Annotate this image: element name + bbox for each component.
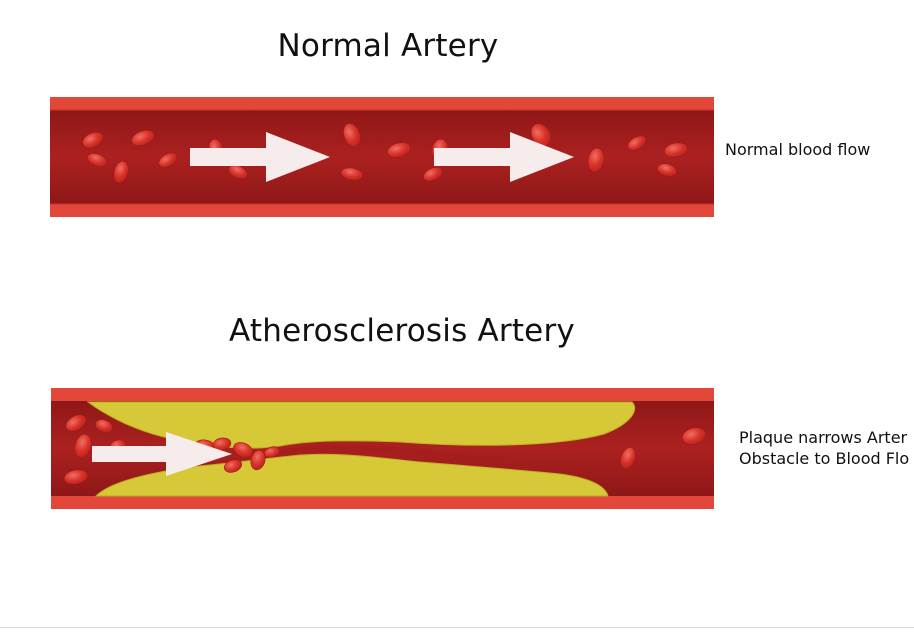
plaque-caption-line-2: Obstacle to Blood Flo — [739, 449, 910, 468]
blood-cell — [94, 419, 114, 433]
atherosclerosis-artery — [51, 388, 714, 509]
normal-artery-title: Normal Artery — [277, 28, 499, 64]
flow-arrow-icon — [190, 132, 330, 182]
blood-cell — [223, 459, 243, 473]
blood-cell — [627, 135, 647, 151]
blood-cell — [74, 433, 92, 459]
plaque-caption: Plaque narrows Arter Obstacle to Blood F… — [739, 427, 909, 469]
blood-cell — [82, 131, 104, 149]
flow-arrow-icon — [434, 132, 574, 182]
blood-cell — [340, 167, 364, 181]
atherosclerosis-artery-title: Atherosclerosis Artery — [229, 313, 575, 349]
blood-cell — [343, 123, 361, 147]
blood-cell — [681, 427, 707, 445]
bottom-divider — [0, 627, 914, 628]
blood-cell — [620, 447, 636, 469]
normal-artery-lumen — [50, 110, 714, 204]
normal-flow-caption: Normal blood flow — [725, 140, 871, 159]
blood-cell — [530, 123, 552, 147]
blood-cell — [131, 129, 155, 147]
blood-cell — [233, 442, 253, 458]
blood-cell — [212, 437, 232, 451]
normal-artery — [50, 97, 714, 217]
blood-cell — [587, 147, 605, 173]
blood-cell — [423, 166, 443, 182]
blood-cell — [656, 163, 678, 177]
narrowed-channel — [270, 445, 520, 461]
athero-blood-cells — [63, 414, 707, 485]
blood-cell — [65, 414, 87, 432]
blood-cell — [263, 446, 281, 458]
plaque-upper — [86, 401, 636, 449]
blood-cell — [113, 160, 129, 184]
blood-cell — [63, 469, 89, 485]
blood-cell — [158, 152, 178, 168]
plaque-caption-line-1: Plaque narrows Arter — [739, 428, 908, 447]
blood-cell — [663, 142, 689, 158]
restricted-flow-arrow-icon — [92, 432, 232, 476]
blood-cell — [87, 153, 107, 167]
blood-cell — [250, 449, 266, 471]
blood-cell — [228, 164, 248, 180]
blood-cell — [386, 142, 412, 158]
